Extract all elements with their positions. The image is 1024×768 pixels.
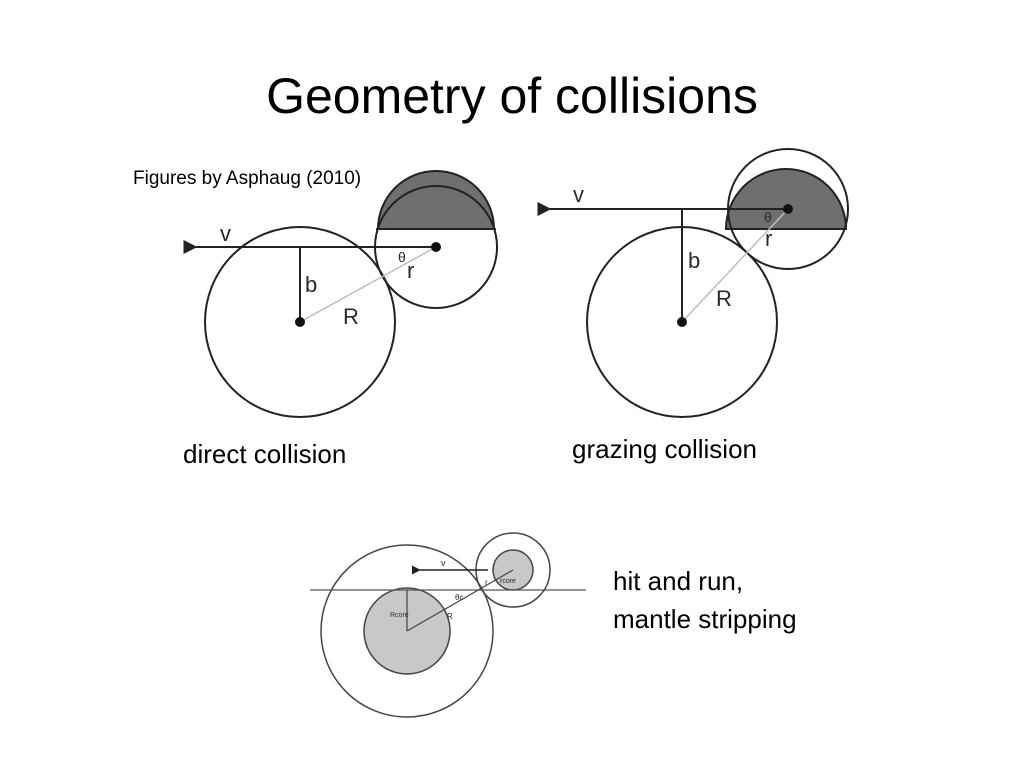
hit-and-run-caption-line1: hit and run,	[613, 566, 744, 596]
grazing-collision-caption: grazing collision	[572, 434, 757, 464]
direct-label-b: b	[305, 272, 317, 297]
hitrun-label-v: v	[441, 558, 446, 568]
hitrun-label-r: r	[485, 578, 488, 587]
direct-impactor-mantle	[376, 170, 496, 230]
direct-target-circle	[204, 226, 396, 418]
direct-center-line	[299, 246, 437, 323]
grazing-collision-diagram: v b R r θ	[537, 148, 849, 418]
grazing-label-r: r	[765, 226, 772, 251]
grazing-label-b: b	[688, 248, 700, 273]
grazing-label-theta: θ	[764, 209, 772, 225]
grazing-target-center	[677, 317, 687, 327]
grazing-label-v: v	[573, 182, 584, 207]
hitrun-label-R: R	[447, 612, 453, 621]
figure-credit: Figures by Asphaug (2010)	[133, 168, 362, 189]
direct-label-theta: θ	[398, 249, 406, 265]
direct-collision-diagram: v b R r θ	[183, 170, 498, 418]
grazing-impactor-mantle	[724, 168, 848, 230]
grazing-impactor-center	[783, 204, 793, 214]
grazing-label-R: R	[716, 286, 732, 311]
direct-label-v: v	[220, 221, 231, 246]
slide-title: Geometry of collisions	[266, 68, 758, 124]
direct-impactor-center	[431, 242, 441, 252]
direct-target-center	[295, 317, 305, 327]
hit-and-run-caption: hit and run, mantle stripping	[613, 562, 797, 638]
hitrun-label-rcore: rcore	[500, 578, 516, 585]
hitrun-center-line	[406, 569, 514, 632]
hit-and-run-caption-line2: mantle stripping	[613, 604, 797, 634]
hitrun-label-Rcore: Rcore	[390, 612, 409, 619]
hit-and-run-diagram: v rcore r θc Rcore R	[310, 532, 586, 718]
grazing-center-line	[681, 208, 789, 323]
direct-collision-caption: direct collision	[183, 439, 347, 469]
direct-label-r: r	[407, 258, 414, 283]
hitrun-target-circle	[320, 544, 494, 718]
hitrun-label-theta: θc	[455, 593, 463, 602]
direct-label-R: R	[343, 304, 359, 329]
